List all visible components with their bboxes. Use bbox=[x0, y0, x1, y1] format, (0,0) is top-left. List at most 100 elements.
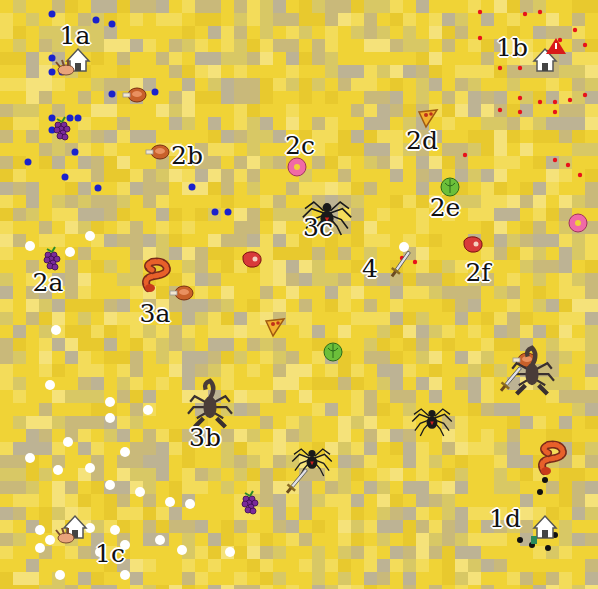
ground-cell bbox=[338, 481, 351, 494]
ground-cell bbox=[546, 494, 559, 507]
ground-cell bbox=[78, 169, 91, 182]
ground-cell bbox=[260, 143, 273, 156]
ground-cell bbox=[143, 325, 156, 338]
ground-cell bbox=[104, 481, 117, 494]
ground-cell bbox=[78, 390, 91, 403]
ground-cell bbox=[143, 39, 156, 52]
ground-cell bbox=[455, 0, 468, 13]
ground-cell bbox=[195, 546, 208, 559]
ground-cell bbox=[195, 559, 208, 572]
ground-cell bbox=[273, 13, 286, 26]
ground-cell bbox=[26, 143, 39, 156]
ground-cell bbox=[494, 195, 507, 208]
ground-cell bbox=[390, 338, 403, 351]
ground-cell bbox=[78, 182, 91, 195]
ground-cell bbox=[364, 351, 377, 364]
ground-cell bbox=[195, 78, 208, 91]
ground-cell bbox=[455, 494, 468, 507]
ground-cell bbox=[26, 182, 39, 195]
ground-cell bbox=[247, 533, 260, 546]
ground-cell bbox=[533, 221, 546, 234]
ground-cell bbox=[247, 39, 260, 52]
ground-cell bbox=[338, 299, 351, 312]
ground-cell bbox=[572, 0, 585, 13]
ground-cell bbox=[65, 416, 78, 429]
ground-cell bbox=[559, 364, 572, 377]
ground-cell bbox=[377, 494, 390, 507]
ground-cell bbox=[494, 91, 507, 104]
ground-cell bbox=[234, 169, 247, 182]
ground-cell bbox=[273, 26, 286, 39]
ground-cell bbox=[481, 195, 494, 208]
ground-cell bbox=[442, 117, 455, 130]
ground-cell bbox=[91, 26, 104, 39]
ground-cell bbox=[533, 403, 546, 416]
ground-cell bbox=[273, 429, 286, 442]
ground-cell bbox=[0, 78, 13, 91]
ground-cell bbox=[325, 39, 338, 52]
ground-cell bbox=[117, 377, 130, 390]
ground-cell bbox=[117, 130, 130, 143]
ground-cell bbox=[390, 39, 403, 52]
ground-cell bbox=[260, 65, 273, 78]
ground-cell bbox=[299, 481, 312, 494]
ground-cell bbox=[520, 156, 533, 169]
ground-cell bbox=[455, 468, 468, 481]
ground-cell bbox=[455, 377, 468, 390]
ground-cell bbox=[78, 351, 91, 364]
ground-cell bbox=[416, 0, 429, 13]
ground-cell bbox=[143, 429, 156, 442]
ground-cell bbox=[364, 312, 377, 325]
ground-cell bbox=[104, 39, 117, 52]
ground-cell bbox=[143, 130, 156, 143]
ground-cell bbox=[182, 299, 195, 312]
ground-cell bbox=[260, 78, 273, 91]
ground-cell bbox=[572, 468, 585, 481]
ground-cell bbox=[208, 312, 221, 325]
ground-cell bbox=[455, 65, 468, 78]
ground-cell bbox=[494, 104, 507, 117]
ground-cell bbox=[429, 364, 442, 377]
ground-cell bbox=[13, 429, 26, 442]
ground-cell bbox=[273, 130, 286, 143]
ground-cell bbox=[572, 520, 585, 533]
ground-cell bbox=[377, 0, 390, 13]
ground-cell bbox=[273, 143, 286, 156]
ground-cell bbox=[312, 416, 325, 429]
ground-cell bbox=[351, 182, 364, 195]
ground-cell bbox=[0, 494, 13, 507]
ground-cell bbox=[390, 468, 403, 481]
ground-cell bbox=[299, 273, 312, 286]
ground-cell bbox=[52, 325, 65, 338]
ground-cell bbox=[26, 169, 39, 182]
ground-cell bbox=[429, 234, 442, 247]
ground-cell bbox=[546, 26, 559, 39]
ground-cell bbox=[247, 52, 260, 65]
ground-cell bbox=[442, 221, 455, 234]
ground-cell bbox=[299, 507, 312, 520]
ground-cell bbox=[130, 195, 143, 208]
ground-cell bbox=[403, 273, 416, 286]
ground-cell bbox=[39, 468, 52, 481]
ground-cell bbox=[520, 494, 533, 507]
ground-cell bbox=[572, 546, 585, 559]
ground-cell bbox=[559, 13, 572, 26]
ground-cell bbox=[130, 260, 143, 273]
ground-cell bbox=[234, 520, 247, 533]
ground-cell bbox=[286, 299, 299, 312]
ground-cell bbox=[117, 13, 130, 26]
ground-cell bbox=[338, 0, 351, 13]
ground-cell bbox=[416, 364, 429, 377]
ground-cell bbox=[247, 169, 260, 182]
ground-cell bbox=[364, 195, 377, 208]
ground-cell bbox=[273, 546, 286, 559]
ground-cell bbox=[13, 247, 26, 260]
ground-cell bbox=[234, 455, 247, 468]
ground-cell bbox=[377, 156, 390, 169]
ground-cell bbox=[299, 286, 312, 299]
ground-cell bbox=[338, 104, 351, 117]
ground-cell bbox=[13, 208, 26, 221]
ground-cell bbox=[143, 403, 156, 416]
ground-cell bbox=[169, 39, 182, 52]
ground-cell bbox=[130, 182, 143, 195]
